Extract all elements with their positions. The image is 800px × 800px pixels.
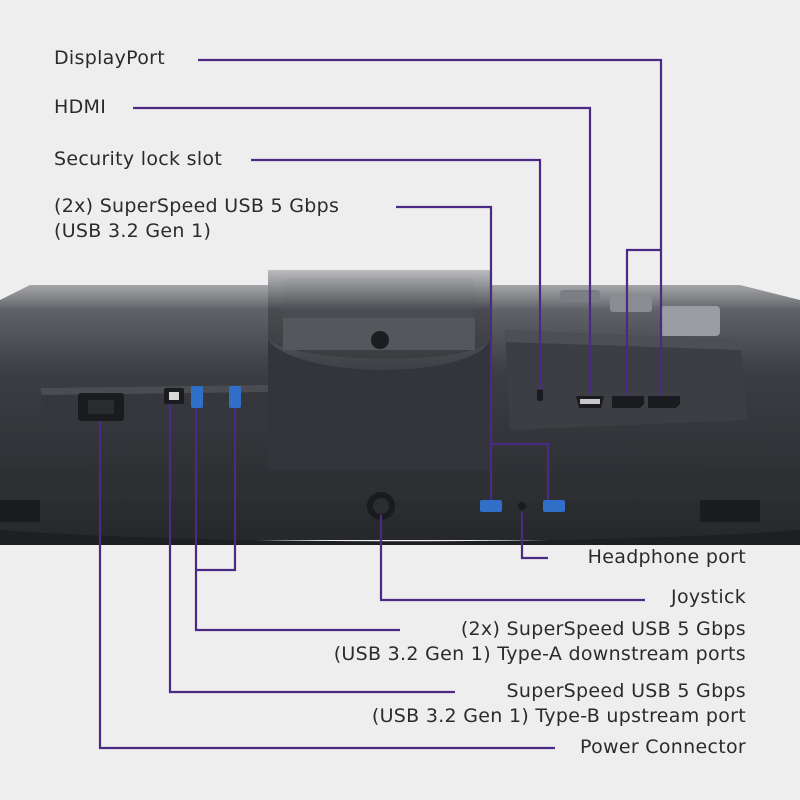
- usb-top-label-line2: (USB 3.2 Gen 1): [54, 220, 212, 242]
- usb-a-bottom-ports: [480, 500, 565, 512]
- usb-b-port-icon: [164, 388, 184, 404]
- usb-a-downstream-label: (2x) SuperSpeed USB 5 Gbps (USB 3.2 Gen …: [334, 617, 746, 667]
- usb-b-label-line1: SuperSpeed USB 5 Gbps: [506, 680, 746, 702]
- usb-a-label-line1: (2x) SuperSpeed USB 5 Gbps: [460, 618, 746, 640]
- joystick-label: Joystick: [671, 586, 746, 608]
- usb-a-port-icon: [191, 386, 241, 408]
- hdmi-port-icon: [576, 396, 604, 408]
- hdmi-label: HDMI: [54, 96, 107, 118]
- power-connector-icon: [78, 393, 124, 421]
- headphone-label: Headphone port: [587, 546, 746, 568]
- usb-a-label-line2: (USB 3.2 Gen 1) Type-A downstream ports: [333, 643, 746, 665]
- usb-top-label: (2x) SuperSpeed USB 5 Gbps (USB 3.2 Gen …: [54, 194, 339, 244]
- displayport-label: DisplayPort: [54, 47, 166, 69]
- usb-b-label-line2: (USB 3.2 Gen 1) Type-B upstream port: [371, 705, 746, 727]
- usb-top-label-line1: (2x) SuperSpeed USB 5 Gbps: [54, 195, 340, 217]
- usb-b-upstream-label: SuperSpeed USB 5 Gbps (USB 3.2 Gen 1) Ty…: [372, 679, 746, 729]
- security-lock-label: Security lock slot: [54, 148, 223, 170]
- power-connector-label: Power Connector: [580, 736, 746, 758]
- joystick-icon: [367, 492, 395, 520]
- security-lock-icon: [537, 389, 543, 401]
- headphone-port-icon: [518, 502, 526, 510]
- displayport-port-icon: [612, 396, 680, 408]
- stand-screw-hole: [371, 331, 389, 349]
- callout-lines: [98, 58, 663, 750]
